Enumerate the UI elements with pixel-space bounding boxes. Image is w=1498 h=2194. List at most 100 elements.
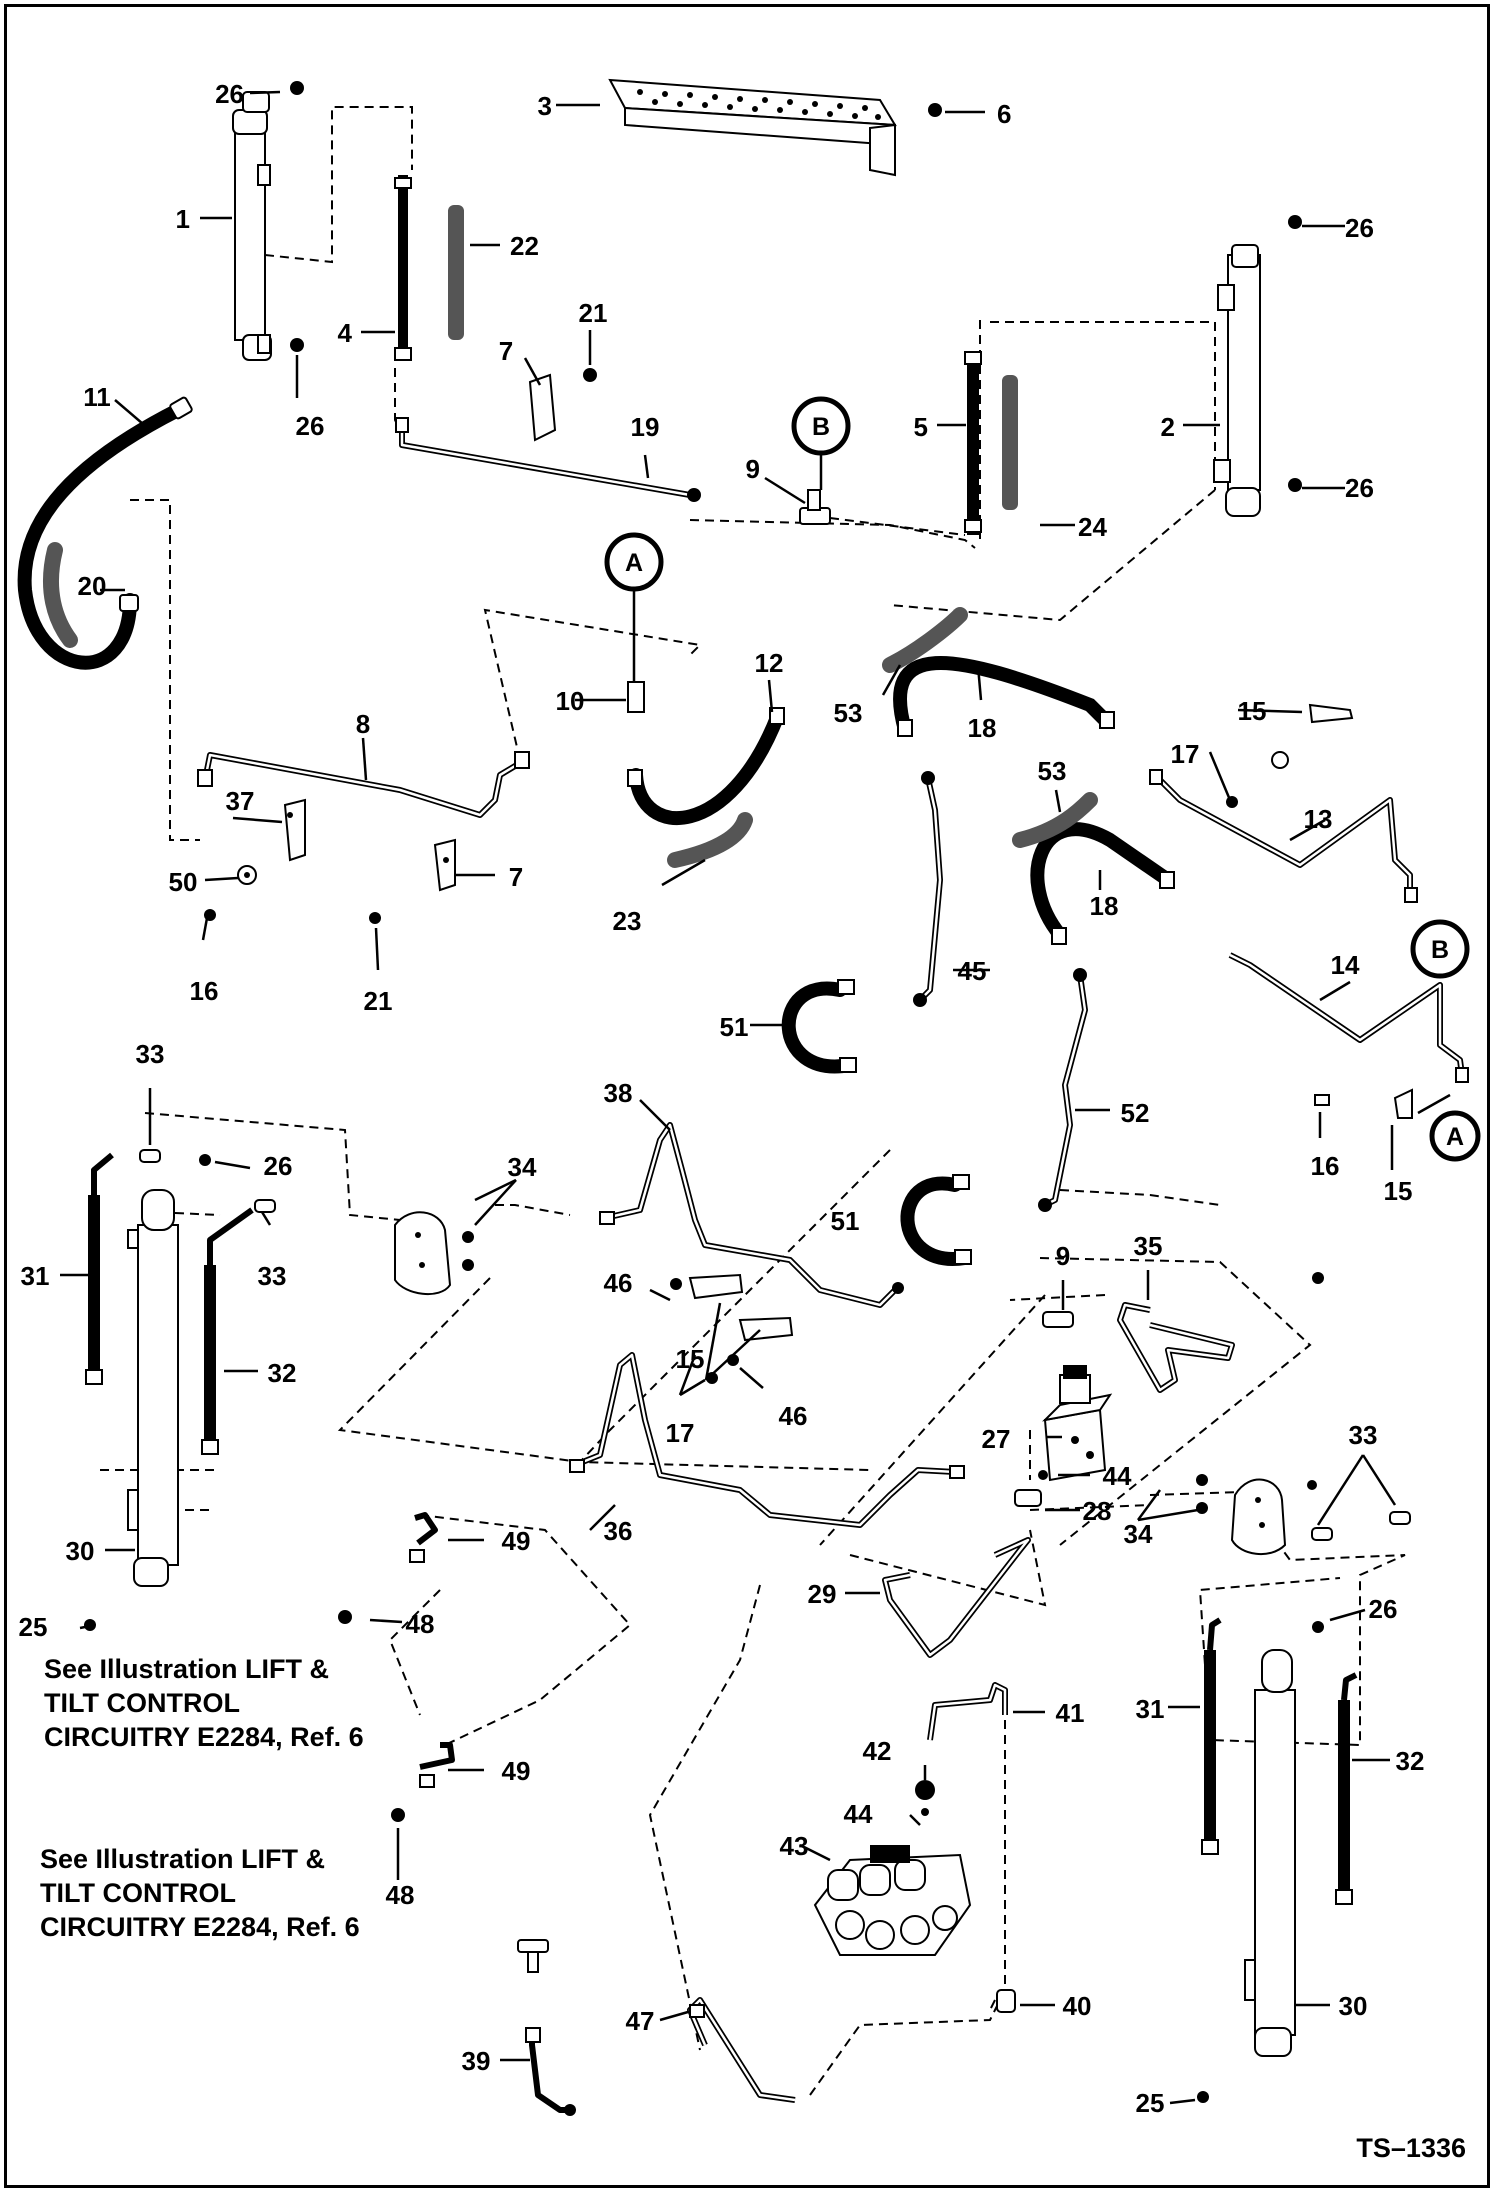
callout-26: 26 bbox=[215, 79, 244, 109]
callout-23: 23 bbox=[613, 906, 642, 936]
callout-33: 33 bbox=[258, 1261, 287, 1291]
callout-28: 28 bbox=[1083, 1496, 1112, 1526]
callout-14: 14 bbox=[1331, 950, 1360, 980]
tube-8 bbox=[197, 751, 530, 818]
tube-47 bbox=[687, 1997, 796, 2103]
callout-26: 26 bbox=[1345, 213, 1374, 243]
callout-1: 1 bbox=[176, 204, 190, 234]
washer-50 bbox=[237, 865, 257, 885]
hose-32-left bbox=[201, 1207, 254, 1455]
callout-16: 16 bbox=[190, 976, 219, 1006]
callout-9: 9 bbox=[1056, 1241, 1070, 1271]
callout-13: 13 bbox=[1304, 804, 1333, 834]
sleeves bbox=[448, 205, 1018, 510]
callout-32: 32 bbox=[268, 1358, 297, 1388]
hose-11 bbox=[17, 396, 193, 670]
u-hose-51-lower bbox=[900, 1174, 972, 1266]
callout-44: 44 bbox=[844, 1799, 873, 1829]
callout-3: 3 bbox=[538, 91, 552, 121]
guard-34-right bbox=[1196, 1474, 1287, 1556]
callout-33: 33 bbox=[1349, 1420, 1378, 1450]
callout-18: 18 bbox=[968, 713, 997, 743]
clamps bbox=[283, 373, 557, 892]
fitting-40 bbox=[996, 1989, 1016, 2013]
svg-text:B: B bbox=[812, 413, 830, 441]
u-hose-51-upper bbox=[781, 979, 857, 1074]
callout-46: 46 bbox=[604, 1268, 633, 1298]
callout-40: 40 bbox=[1063, 1991, 1092, 2021]
perforated-plate-3 bbox=[608, 78, 897, 177]
callout-34: 34 bbox=[1124, 1519, 1153, 1549]
callout-44: 44 bbox=[1103, 1461, 1132, 1491]
callout-15: 15 bbox=[1384, 1176, 1413, 1206]
callout-12: 12 bbox=[755, 648, 784, 678]
hose-18-upper bbox=[882, 607, 1115, 737]
callout-24: 24 bbox=[1078, 512, 1107, 542]
callout-41: 41 bbox=[1056, 1698, 1085, 1728]
callout-25: 25 bbox=[1136, 2088, 1165, 2118]
tube-41 bbox=[927, 1682, 1008, 1741]
callout-50: 50 bbox=[169, 867, 198, 897]
callout-17: 17 bbox=[666, 1418, 695, 1448]
elbow-49-upper bbox=[409, 1512, 438, 1563]
tee-fitting-9 bbox=[799, 489, 966, 536]
callout-26: 26 bbox=[264, 1151, 293, 1181]
callout-26: 26 bbox=[296, 411, 325, 441]
control-valve-43 bbox=[813, 1845, 972, 1956]
svg-text:A: A bbox=[1446, 1123, 1464, 1151]
callout-18: 18 bbox=[1090, 891, 1119, 921]
callout-30: 30 bbox=[66, 1536, 95, 1566]
callout-2: 2 bbox=[1161, 412, 1175, 442]
callout-5: 5 bbox=[914, 412, 928, 442]
tag-b-right: B bbox=[1410, 919, 1470, 979]
cylinder-30-left bbox=[127, 1189, 179, 1587]
callout-51: 51 bbox=[720, 1012, 749, 1042]
callout-37: 37 bbox=[226, 786, 255, 816]
tube-35 bbox=[1117, 1302, 1235, 1393]
callout-48: 48 bbox=[386, 1880, 415, 1910]
clamps-15-right bbox=[1271, 703, 1413, 1119]
callout-15: 15 bbox=[676, 1344, 705, 1374]
callout-34: 34 bbox=[508, 1152, 537, 1182]
callout-27: 27 bbox=[982, 1424, 1011, 1454]
callout-53: 53 bbox=[1038, 756, 1067, 786]
callout-52: 52 bbox=[1121, 1098, 1150, 1128]
reference-note-upper: See Illustration LIFT & TILT CONTROL CIR… bbox=[44, 1654, 364, 1752]
tag-b-top: B bbox=[791, 396, 851, 456]
cylinder-2 bbox=[1213, 244, 1261, 517]
callout-31: 31 bbox=[1136, 1694, 1165, 1724]
fitting-39 bbox=[517, 1939, 576, 2116]
elbow-49-lower bbox=[419, 1742, 455, 1788]
hose-31-right bbox=[1201, 1617, 1222, 1855]
svg-text:B: B bbox=[1431, 936, 1449, 964]
callout-4: 4 bbox=[338, 318, 353, 348]
callout-30: 30 bbox=[1339, 1991, 1368, 2021]
reference-note-lower: See Illustration LIFT & TILT CONTROL CIR… bbox=[40, 1844, 360, 1942]
tube-19 bbox=[395, 417, 701, 502]
fitting-28 bbox=[1014, 1489, 1042, 1507]
callout-labels: 26 1 3 6 26 22 4 21 7 26 11 19 9 5 2 26 … bbox=[19, 79, 1425, 2118]
sleeve-20 bbox=[42, 542, 78, 648]
tube-29 bbox=[882, 1537, 1031, 1658]
straight-hoses bbox=[394, 175, 982, 535]
callout-15: 15 bbox=[1238, 696, 1267, 726]
hose-32-right bbox=[1335, 1672, 1358, 1905]
callout-21: 21 bbox=[579, 298, 608, 328]
callout-32: 32 bbox=[1396, 1746, 1425, 1776]
callout-17: 17 bbox=[1171, 739, 1200, 769]
leader-lines bbox=[60, 90, 1451, 2105]
fasteners bbox=[84, 81, 1324, 2103]
callout-45: 45 bbox=[958, 956, 987, 986]
callout-49: 49 bbox=[502, 1756, 531, 1786]
callout-49: 49 bbox=[502, 1526, 531, 1556]
tube-36 bbox=[569, 1352, 965, 1528]
tube-52 bbox=[1038, 968, 1088, 1212]
callout-46: 46 bbox=[779, 1401, 808, 1431]
hose-31-left bbox=[85, 1152, 114, 1385]
callout-33: 33 bbox=[136, 1039, 165, 1069]
callout-29: 29 bbox=[808, 1579, 837, 1609]
drawing-number: TS–1336 bbox=[1356, 2133, 1466, 2163]
tee-fitting-9-middle bbox=[1042, 1311, 1074, 1328]
clamps-15-middle bbox=[688, 1273, 794, 1342]
